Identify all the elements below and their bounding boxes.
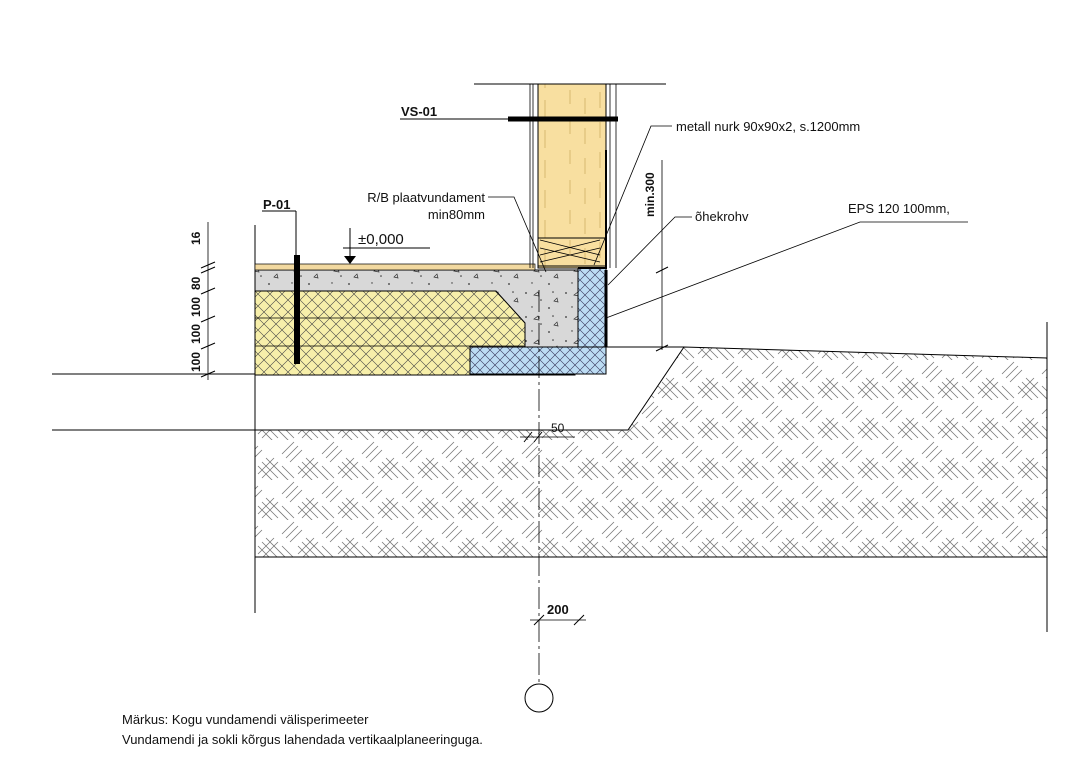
eps-label: EPS 120 100mm, (848, 201, 950, 216)
dim-50-tick (523, 431, 533, 443)
dim-50-tick (533, 431, 543, 443)
metal-angle-leader (593, 125, 672, 266)
vs-tag: VS-01 (401, 104, 437, 119)
dim-200-tick (573, 614, 585, 626)
min300-tick (655, 344, 669, 352)
layer-dim-100: 100 (189, 297, 203, 317)
eps-leader (605, 221, 968, 319)
ground-surface-line (52, 346, 1048, 431)
min300-label: min.300 (643, 172, 657, 217)
level-arrow-icon (344, 256, 356, 264)
metal-angle-label: metall nurk 90x90x2, s.1200mm (676, 119, 860, 134)
dim-200-tick (533, 614, 545, 626)
wall-bottom-plate (539, 239, 601, 263)
slab-leader (488, 196, 547, 273)
p-tag: P-01 (263, 197, 290, 212)
eps-edge-insulation (577, 267, 607, 348)
slab-label-min: min80mm (428, 207, 485, 222)
level-label: ±0,000 (358, 231, 404, 248)
axis-bubble (524, 683, 554, 713)
layer-dim-100: 100 (189, 324, 203, 344)
wall-timber (537, 83, 607, 269)
eps-bottom-insulation (469, 346, 607, 375)
floor-finish (254, 263, 536, 271)
min300-tick (655, 266, 669, 274)
dim-50-label: 50 (551, 421, 565, 435)
render-leader (607, 216, 692, 286)
dim-200-label: 200 (547, 602, 569, 617)
note-line-2: Vundamendi ja sokli kõrgus lahendada ver… (122, 732, 483, 747)
layer-dimension-ticks (200, 261, 216, 378)
slab-label: R/B plaatvundament (367, 190, 485, 205)
render-label: õhekrohv (695, 209, 749, 224)
layer-dim-80: 80 (189, 276, 203, 290)
note-line-1: Märkus: Kogu vundamendi välisperimeeter (122, 712, 369, 727)
layer-dim-16: 16 (189, 231, 203, 245)
layer-dim-100: 100 (189, 352, 203, 372)
soil-hatch (255, 347, 1047, 557)
metal-angle (578, 150, 607, 269)
